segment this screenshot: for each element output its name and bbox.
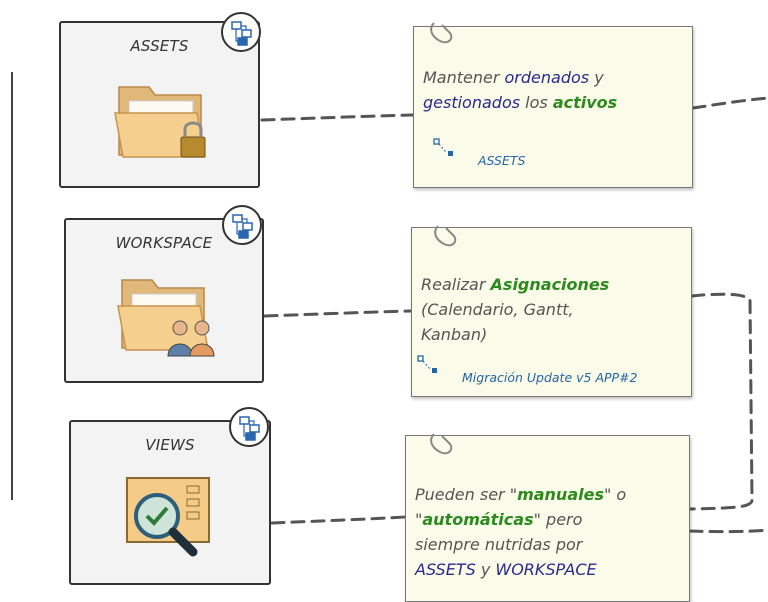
connector-views-note (270, 515, 407, 525)
magnifier-check-icon (126, 477, 210, 557)
link-reference-icon (433, 138, 453, 156)
connector-assets-right (691, 96, 768, 110)
link-reference-icon (417, 355, 437, 373)
module-views[interactable]: VIEWS (69, 420, 271, 585)
module-assets[interactable]: ASSETS (59, 21, 260, 188)
paperclip-icon (434, 225, 457, 247)
note-workspace[interactable]: Realizar Asignaciones (Calendario, Gantt… (411, 225, 692, 397)
note-assets-text: Mantener ordenados y gestionados los act… (423, 68, 618, 112)
note-views[interactable]: Pueden ser "manuales" o "automáticas" pe… (405, 433, 690, 602)
diagram-badge-icon[interactable] (229, 407, 269, 447)
connector-assets-note (260, 113, 415, 122)
module-assets-title: ASSETS (130, 37, 189, 55)
note-workspace-text: Realizar Asignaciones (Calendario, Gantt… (421, 275, 610, 344)
note-views-text: Pueden ser "manuales" o "automáticas" pe… (415, 485, 627, 579)
connector-views-right (688, 528, 768, 534)
diagram-badge-icon[interactable] (221, 12, 261, 52)
swimlane-divider (11, 72, 13, 500)
module-workspace-title: WORKSPACE (115, 234, 213, 252)
note-workspace-reference[interactable]: Migración Update v5 APP#2 (462, 370, 638, 385)
folder-lock-icon (114, 86, 206, 158)
module-views-title: VIEWS (145, 436, 195, 454)
paperclip-icon (430, 22, 453, 44)
paperclip-icon (430, 433, 453, 455)
note-assets-reference[interactable]: ASSETS (478, 153, 526, 168)
folder-users-icon (117, 279, 215, 357)
note-assets[interactable]: Mantener ordenados y gestionados los act… (413, 22, 693, 188)
diagram-badge-icon[interactable] (222, 205, 262, 245)
connector-workspace-note (263, 309, 413, 318)
module-workspace[interactable]: WORKSPACE (64, 218, 264, 383)
connector-workspace-right (688, 292, 754, 511)
